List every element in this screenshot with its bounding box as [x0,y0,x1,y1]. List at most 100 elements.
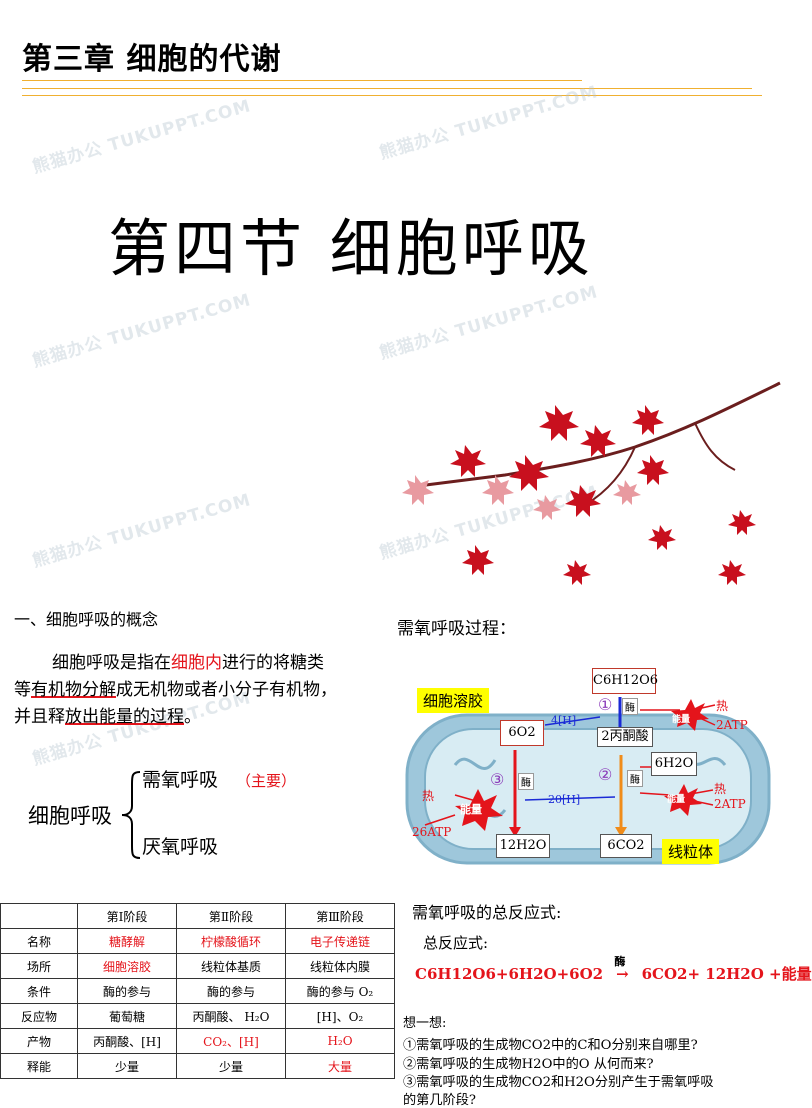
heat-label: 热 [716,699,729,713]
table-cell: 酶的参与 [77,978,177,1004]
table-cell: 葡萄糖 [77,1003,177,1029]
mitochondria-label: 线粒体 [662,839,720,864]
table-header: 第Ⅲ阶段 [285,903,395,929]
glucose-box: C6H12O6 [592,668,658,694]
table-cell: 场所 [0,953,78,979]
concept-underlined: 放出能量的过程 [65,707,184,727]
concept-text: 。 [184,707,201,727]
table-cell: 产物 [0,1028,78,1054]
enzyme-label: 酶 [622,698,638,715]
concept-text: 成无机物或者小分子有机物， [116,680,337,700]
total-subheading: 总反应式: [423,934,489,952]
question-3-cont: 的第几阶段? [403,1093,477,1108]
table-cell: [H]、O₂ [285,1003,395,1029]
total-heading: 需氧呼吸的总反应式: [412,903,562,922]
step-1-marker: ① [598,695,613,714]
energy-burst-label: 能量 [672,715,691,725]
enzyme-label: 酶 [627,770,643,787]
concept-paragraph: 细胞呼吸是指在细胞内进行的将糖类 等有机物分解成无机物或者小分子有机物， 并且释… [14,650,374,731]
cytosol-label: 细胞溶胶 [417,688,490,713]
header-rule-1 [22,80,582,81]
table-cell: 柠檬酸循环 [176,928,286,954]
atp-label: 2ATP [716,718,748,732]
concept-highlight: 细胞内 [171,653,222,673]
table-cell: 丙酮酸、[H] [77,1028,177,1054]
aerobic-label: 需氧呼吸 （主要） [142,765,296,792]
header-rule-3 [22,95,762,96]
table-row: 反应物 葡萄糖 丙酮酸、 H₂O [H]、O₂ [0,1003,395,1029]
table-cell: 细胞溶胶 [77,953,177,979]
equation-enzyme: 酶 [614,955,626,968]
h2o-output-box: 12H2O [496,834,550,858]
concept-text: 等 [14,680,31,700]
step-2-marker: ② [598,765,613,784]
question-1: ①需氧呼吸的生成物CO2中的C和O分别来自哪里? [403,1038,698,1053]
table-cell: 条件 [0,978,78,1004]
main-note: （主要） [236,772,297,790]
table-row: 名称 糖酵解 柠檬酸循环 电子传递链 [0,928,395,954]
table-cell: 大量 [285,1053,395,1079]
h-4-label: 4[H] [551,714,577,727]
table-cell: 少量 [176,1053,286,1079]
o2-box: 6O2 [500,720,544,746]
h-20-label: 20[H] [548,793,581,806]
concept-text: 细胞呼吸是指在 [52,653,171,673]
atp-label: 2ATP [714,797,746,811]
stage-table: 第Ⅰ阶段 第Ⅱ阶段 第Ⅲ阶段 名称 糖酵解 柠檬酸循环 电子传递链 场所 细胞溶… [0,903,395,1079]
table-row: 释能 少量 少量 大量 [0,1053,395,1079]
table-cell: 丙酮酸、 H₂O [176,1003,286,1029]
table-header: 第Ⅰ阶段 [77,903,177,929]
table-header-row: 第Ⅰ阶段 第Ⅱ阶段 第Ⅲ阶段 [0,903,395,929]
concept-heading: 一、细胞呼吸的概念 [14,610,159,629]
table-header: 第Ⅱ阶段 [176,903,286,929]
header-rule-2 [22,88,752,89]
aerobic-text: 需氧呼吸 [142,769,219,791]
table-cell: 名称 [0,928,78,954]
table-cell: 少量 [77,1053,177,1079]
table-cell: 线粒体内膜 [285,953,395,979]
watermark: 熊猫办公 TUKUPPT.COM [377,282,601,364]
table-cell: H₂O [285,1028,395,1054]
enzyme-label: 酶 [518,773,534,790]
table-cell: CO₂、[H] [176,1028,286,1054]
question-2: ②需氧呼吸的生成物H2O中的O 从何而来? [403,1057,654,1072]
table-cell: 糖酵解 [77,928,177,954]
anaerobic-label: 厌氧呼吸 [142,836,219,858]
heat-label: 热 [714,782,727,796]
energy-burst-label: 能量 [460,803,482,816]
equation-products: 6CO2+ 12H2O +能量 [641,965,812,983]
process-heading: 需氧呼吸过程： [397,619,516,639]
question-3: ③需氧呼吸的生成物CO2和H2O分别产生于需氧呼吸 [403,1075,714,1090]
section-title: 第四节 细胞呼吸 [108,212,594,285]
atp-label: 26ATP [412,825,452,839]
think-heading: 想一想: [403,1016,447,1031]
equation-arrow: 酶→ [614,955,629,983]
watermark: 熊猫办公 TUKUPPT.COM [30,96,254,178]
table-cell: 酶的参与 O₂ [285,978,395,1004]
step-3-marker: ③ [490,770,505,789]
brace [121,771,141,859]
table-row: 场所 细胞溶胶 线粒体基质 线粒体内膜 [0,953,395,979]
h2o-input-box: 6H2O [651,752,697,776]
chapter-title: 第三章 细胞的代谢 [22,42,282,77]
table-cell: 线粒体基质 [176,953,286,979]
co2-box: 6CO2 [600,834,652,858]
equation-reactants: C6H12O6+6H2O+6O2 [415,965,604,983]
cell-respiration-label: 细胞呼吸 [28,804,112,828]
table-row: 产物 丙酮酸、[H] CO₂、[H] H₂O [0,1028,395,1054]
concept-text: 并且释 [14,707,65,727]
maple-branch-illustration [402,381,781,585]
table-cell: 反应物 [0,1003,78,1029]
watermark: 熊猫办公 TUKUPPT.COM [30,290,254,372]
pyruvate-box: 2丙酮酸 [597,727,653,747]
watermark: 熊猫办公 TUKUPPT.COM [377,82,601,164]
table-cell: 电子传递链 [285,928,395,954]
heat-label: 热 [422,789,435,803]
watermark: 熊猫办公 TUKUPPT.COM [30,490,254,572]
concept-text: 进行的将糖类 [222,653,324,673]
table-row: 条件 酶的参与 酶的参与 酶的参与 O₂ [0,978,395,1004]
total-equation: C6H12O6+6H2O+6O2 酶→ 6CO2+ 12H2O +能量 [415,955,812,984]
energy-burst-label: 能量 [667,795,686,805]
concept-underlined: 有机物分解 [31,680,116,700]
table-cell: 释能 [0,1053,78,1079]
